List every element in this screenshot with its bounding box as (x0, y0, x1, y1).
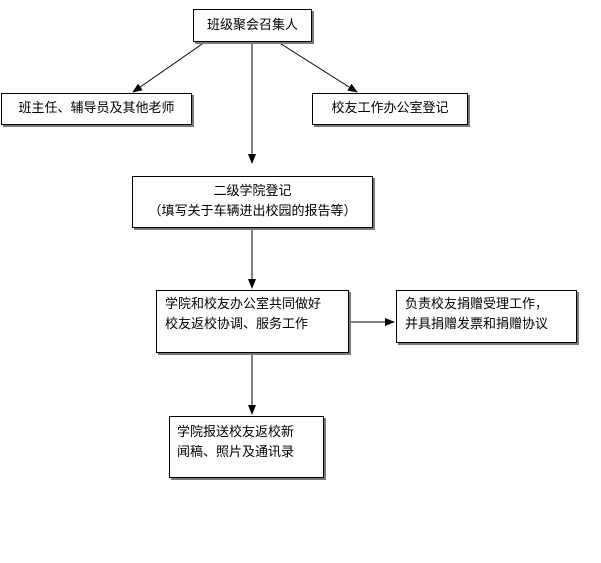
node-report-news-line-2: 闻稿、照片及通讯录 (177, 445, 295, 460)
node-donation-line-1: 负责校友捐赠受理工作， (405, 297, 549, 312)
node-report-news: 学院报送校友返校新 闻稿、照片及通讯录 (169, 416, 324, 478)
node-teachers: 班主任、辅导员及其他老师 (1, 93, 192, 125)
node-report-news-line-1: 学院报送校友返校新 (177, 425, 295, 440)
node-convener: 班级聚会召集人 (193, 9, 312, 42)
node-donation-line-2: 并具捐赠发票和捐赠协议 (405, 317, 549, 332)
node-convener-text: 班级聚会召集人 (206, 18, 298, 33)
node-alumni-office-register: 校友工作办公室登记 (312, 93, 468, 125)
node-donation: 负责校友捐赠受理工作， 并具捐赠发票和捐赠协议 (396, 290, 577, 343)
node-alumni-office-register-text: 校友工作办公室登记 (331, 101, 449, 116)
node-college-register-line-2: （填写关于车辆进出校园的报告等） (148, 204, 357, 219)
node-coordination-line-2: 校友返校协调、服务工作 (165, 317, 309, 332)
node-college-register: 二级学院登记 （填写关于车辆进出校园的报告等） (132, 176, 373, 228)
arrow-convener-to-alumni-office (277, 41, 358, 93)
node-teachers-text: 班主任、辅导员及其他老师 (18, 101, 175, 116)
node-coordination-line-1: 学院和校友办公室共同做好 (165, 297, 322, 312)
node-coordination: 学院和校友办公室共同做好 校友返校协调、服务工作 (156, 290, 349, 353)
arrow-convener-to-teachers (132, 41, 206, 93)
node-college-register-line-1: 二级学院登记 (213, 184, 292, 199)
